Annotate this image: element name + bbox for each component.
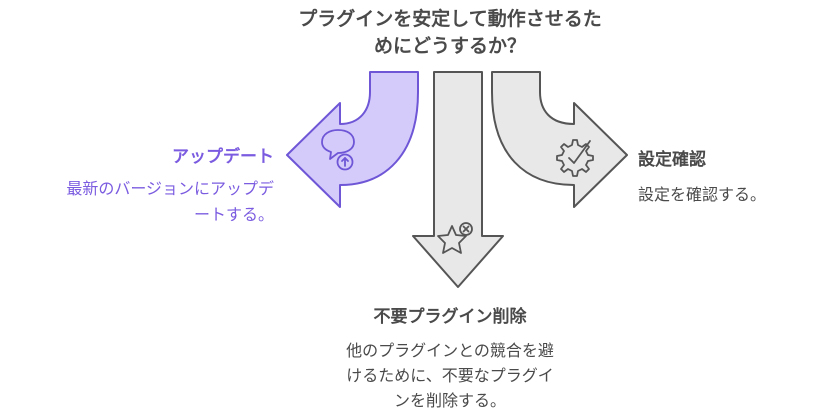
update-description: 最新のバージョンにアップデ ートする。 [0, 176, 274, 228]
update-title: アップデート [172, 147, 274, 167]
verify-arrow [491, 71, 628, 208]
gear-check-icon [556, 139, 594, 177]
remove-desc-line-2: けるために、不要なプラグイ [346, 366, 554, 385]
update-desc-line-2: ートする。 [193, 205, 274, 224]
remove-arrow [412, 71, 504, 288]
remove-title: 不要プラグイン削除 [373, 307, 527, 327]
verify-description: 設定を確認する。 [638, 185, 767, 204]
remove-desc-line-1: 他のプラグインとの競合を避 [346, 341, 554, 360]
star-remove-icon [437, 222, 473, 254]
question-line-2: めにどうするか？ [373, 35, 526, 57]
update-desc-line-1: 最新のバージョンにアップデ [66, 179, 274, 198]
remove-description: 他のプラグインとの競合を避 けるために、不要なプラグイ ンを削除する。 [300, 338, 600, 413]
chat-upload-icon [321, 129, 355, 171]
update-arrow [286, 71, 419, 208]
verify-title: 設定確認 [638, 150, 706, 170]
question-title: プラグインを安定して動作させるた めにどうするか？ [250, 6, 650, 60]
question-line-1: プラグインを安定して動作させるた [298, 8, 602, 30]
remove-desc-line-3: ンを削除する。 [393, 391, 506, 410]
